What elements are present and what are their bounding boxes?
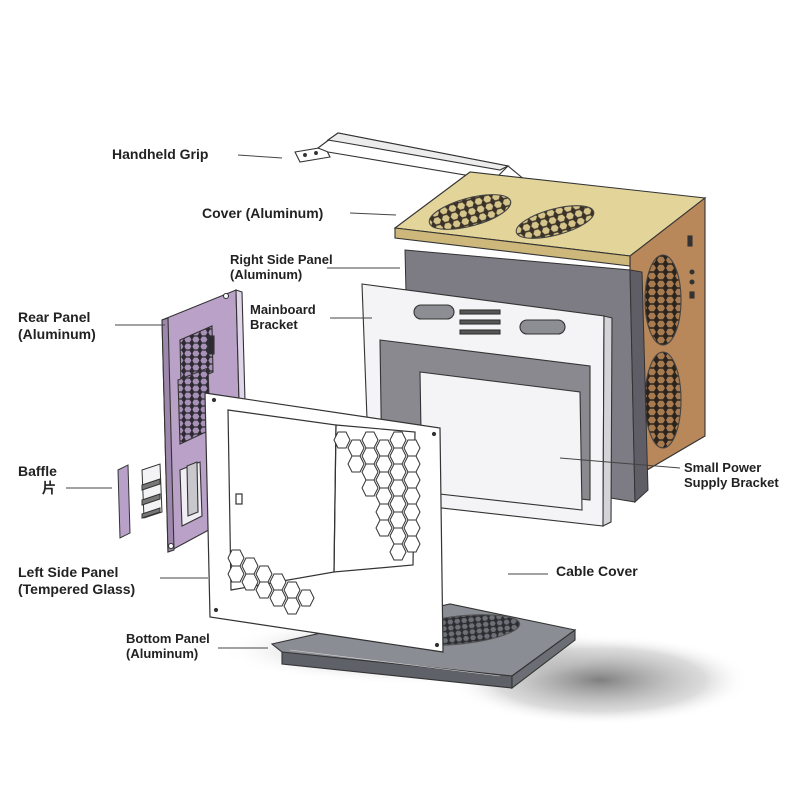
label-left-side-panel-line1: Left Side Panel	[18, 564, 119, 580]
leader-handheld-grip	[237, 154, 283, 159]
label-small-power-line1: Small Power	[684, 460, 762, 475]
label-cover: Cover (Aluminum)	[202, 205, 323, 222]
label-left-side-panel: Left Side Panel (Tempered Glass)	[18, 564, 135, 598]
label-left-side-panel-line2: (Tempered Glass)	[18, 581, 136, 597]
baffle-part	[117, 463, 163, 539]
label-right-side-panel-line1: Right Side Panel	[230, 252, 333, 267]
label-bottom-panel-line2: (Aluminum)	[126, 646, 199, 661]
label-bottom-panel-line1: Bottom Panel	[126, 631, 210, 646]
cover-part	[393, 171, 707, 481]
label-cable-cover: Cable Cover	[556, 563, 638, 580]
label-baffle: Baffle 片	[18, 463, 57, 497]
label-mainboard-bracket: Mainboard Bracket	[250, 302, 316, 332]
label-right-side-panel: Right Side Panel (Aluminum)	[230, 252, 333, 282]
label-handheld-grip: Handheld Grip	[112, 146, 208, 163]
leader-cover	[349, 212, 397, 216]
label-small-power-line2: Supply Bracket	[684, 475, 779, 490]
label-rear-panel-line1: Rear Panel	[18, 309, 91, 325]
label-rear-panel-line2: (Aluminum)	[18, 326, 96, 342]
label-baffle-line1: Baffle	[18, 463, 57, 479]
label-mainboard-bracket-line2: Bracket	[250, 317, 298, 332]
glass-hex-cluster	[227, 431, 421, 615]
label-small-power-supply-bracket: Small Power Supply Bracket	[684, 460, 779, 490]
label-right-side-panel-line2: (Aluminum)	[230, 267, 303, 282]
label-mainboard-bracket-line1: Mainboard	[250, 302, 316, 317]
label-bottom-panel: Bottom Panel (Aluminum)	[126, 631, 210, 661]
leader-small-power	[559, 457, 681, 469]
label-baffle-line2: 片	[42, 480, 56, 496]
left-side-panel-part	[204, 392, 444, 653]
label-rear-panel: Rear Panel (Aluminum)	[18, 309, 96, 343]
leader-lines	[66, 154, 681, 649]
label-cover-text: Cover (Aluminum)	[202, 205, 324, 221]
label-handheld-grip-text: Handheld Grip	[112, 146, 209, 162]
label-cable-cover-text: Cable Cover	[556, 563, 638, 579]
